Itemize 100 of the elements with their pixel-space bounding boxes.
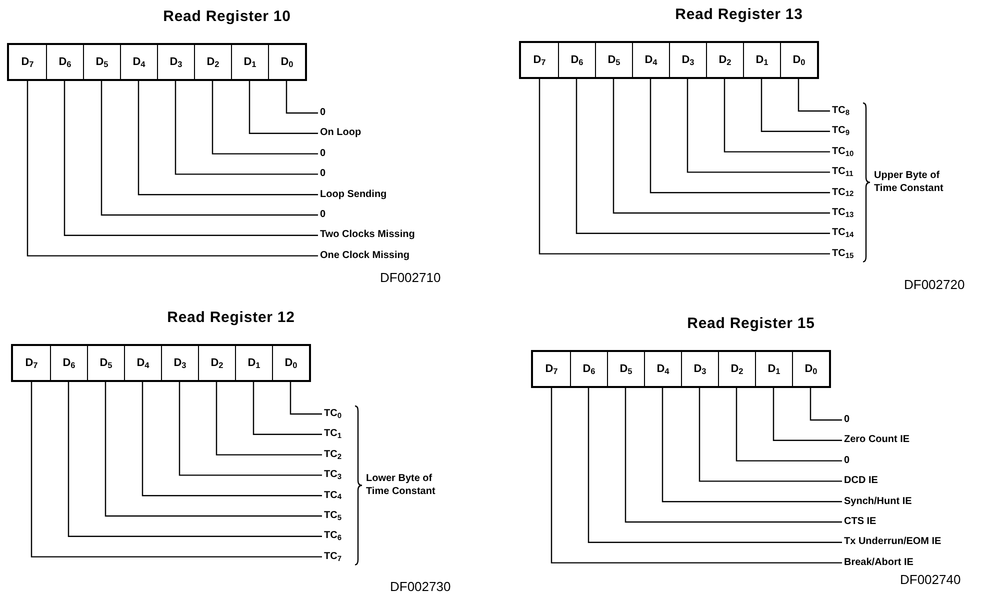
leader-line bbox=[104, 382, 322, 517]
bit-cell: D$_{1}$ bbox=[743, 43, 780, 77]
bit-label: Loop Sending bbox=[320, 188, 387, 201]
register-title: Read Register 10 bbox=[163, 7, 291, 27]
bit-label: TC$_{9}$ bbox=[832, 124, 850, 138]
bit-cell: D$_{5}$ bbox=[595, 43, 632, 77]
bit-label: 0 bbox=[320, 146, 326, 160]
bit-cell: D$_{2}$ bbox=[194, 45, 231, 79]
leader-line bbox=[538, 79, 830, 254]
leader-line bbox=[760, 79, 830, 132]
brace-label: Upper Byte of Time Constant bbox=[874, 169, 944, 196]
bit-label: Tx Underrun/EOM IE bbox=[844, 535, 942, 548]
bit-label: TC$_{14}$ bbox=[832, 226, 854, 240]
bit-label: CTS IE bbox=[844, 515, 876, 528]
bit-cell: D$_{5}$ bbox=[83, 45, 120, 79]
leader-line bbox=[248, 81, 318, 134]
leader-line bbox=[736, 388, 842, 462]
leader-line bbox=[68, 382, 322, 537]
register-title: Read Register 13 bbox=[675, 5, 803, 25]
bit-cell: D$_{3}$ bbox=[681, 352, 718, 386]
bit-cell: D$_{0}$ bbox=[780, 43, 817, 77]
bit-cell: D$_{0}$ bbox=[792, 352, 829, 386]
bit-label: TC$_{13}$ bbox=[832, 206, 854, 219]
leader-line bbox=[798, 79, 830, 112]
leader-line bbox=[142, 382, 322, 496]
leader-line bbox=[138, 81, 318, 196]
bit-cell: D$_{1}$ bbox=[231, 45, 268, 79]
bit-cell: D$_{2}$ bbox=[718, 352, 755, 386]
bit-cell: D$_{4}$ bbox=[120, 45, 157, 79]
bit-label: DCD IE bbox=[844, 474, 878, 488]
bit-label: TC$_{10}$ bbox=[832, 144, 854, 158]
bit-label: TC$_{6}$ bbox=[324, 529, 342, 542]
bit-label: TC$_{5}$ bbox=[324, 509, 342, 522]
bit-label: TC$_{8}$ bbox=[832, 104, 850, 117]
leader-line bbox=[650, 79, 830, 194]
leader-line bbox=[30, 382, 322, 558]
bit-cell: D$_{6}$ bbox=[50, 346, 87, 380]
bit-cell: D$_{0}$ bbox=[268, 45, 305, 79]
leader-line bbox=[772, 388, 842, 441]
bit-cell: D$_{7}$ bbox=[533, 352, 570, 386]
bit-label: Synch/Hunt IE bbox=[844, 494, 912, 508]
leader-line bbox=[216, 382, 322, 456]
bit-label: Two Clocks Missing bbox=[320, 228, 415, 242]
leader-line bbox=[212, 81, 318, 154]
register-title: Read Register 12 bbox=[167, 308, 295, 328]
figure-code: DF002730 bbox=[390, 579, 451, 595]
leader-line bbox=[178, 382, 322, 476]
bit-label: Zero Count IE bbox=[844, 433, 910, 446]
leader-line bbox=[810, 388, 842, 421]
bit-label: TC$_{15}$ bbox=[832, 246, 854, 260]
bit-cell: D$_{4}$ bbox=[124, 346, 161, 380]
bit-cell: D$_{7}$ bbox=[13, 346, 50, 380]
leader-line bbox=[174, 81, 318, 175]
bit-label: TC$_{12}$ bbox=[832, 186, 854, 199]
bit-cell: D$_{1}$ bbox=[755, 352, 792, 386]
bit-cell: D$_{0}$ bbox=[272, 346, 309, 380]
leader-line bbox=[698, 388, 842, 482]
bit-label: TC$_{1}$ bbox=[324, 427, 342, 440]
bit-cell: D$_{7}$ bbox=[9, 45, 46, 79]
bit-cell: D$_{1}$ bbox=[235, 346, 272, 380]
leader-line bbox=[100, 81, 318, 216]
figure-code: DF002720 bbox=[904, 277, 965, 293]
leader-line bbox=[612, 79, 830, 214]
leader-line bbox=[550, 388, 842, 564]
leader-line bbox=[64, 81, 318, 236]
bit-cell: D$_{6}$ bbox=[570, 352, 607, 386]
leader-line bbox=[26, 81, 318, 256]
bit-label: TC$_{11}$ bbox=[832, 165, 854, 178]
leader-line bbox=[588, 388, 842, 543]
bit-cell: D$_{7}$ bbox=[521, 43, 558, 77]
bit-label: TC$_{4}$ bbox=[324, 488, 342, 502]
bit-cell: D$_{3}$ bbox=[161, 346, 198, 380]
bit-cell: D$_{5}$ bbox=[607, 352, 644, 386]
leader-line bbox=[290, 382, 322, 415]
bit-label: One Clock Missing bbox=[320, 248, 410, 262]
register-title: Read Register 15 bbox=[687, 314, 815, 334]
bit-label: 0 bbox=[320, 167, 326, 180]
bit-label: TC$_{3}$ bbox=[324, 468, 342, 482]
leader-line bbox=[686, 79, 830, 173]
figure-code: DF002710 bbox=[380, 270, 441, 286]
bit-label: 0 bbox=[320, 106, 326, 119]
bit-label: 0 bbox=[320, 208, 326, 221]
leader-line bbox=[662, 388, 842, 502]
bit-cell: D$_{4}$ bbox=[632, 43, 669, 77]
bit-label: 0 bbox=[844, 413, 850, 426]
bit-label: On Loop bbox=[320, 126, 362, 140]
leader-line bbox=[576, 79, 830, 234]
leader-line bbox=[286, 81, 318, 114]
bit-cell: D$_{6}$ bbox=[46, 45, 83, 79]
bit-label: TC$_{2}$ bbox=[324, 448, 342, 461]
bit-cell: D$_{3}$ bbox=[157, 45, 194, 79]
figure-code: DF002740 bbox=[900, 572, 961, 588]
brace-label: Lower Byte of Time Constant bbox=[366, 472, 436, 498]
leader-line bbox=[252, 382, 322, 435]
leader-line bbox=[724, 79, 830, 152]
bit-label: TC$_{0}$ bbox=[324, 407, 342, 420]
bit-cell: D$_{5}$ bbox=[87, 346, 124, 380]
bit-cell: D$_{2}$ bbox=[706, 43, 743, 77]
bit-label: 0 bbox=[844, 454, 850, 467]
bit-cell: D$_{4}$ bbox=[644, 352, 681, 386]
